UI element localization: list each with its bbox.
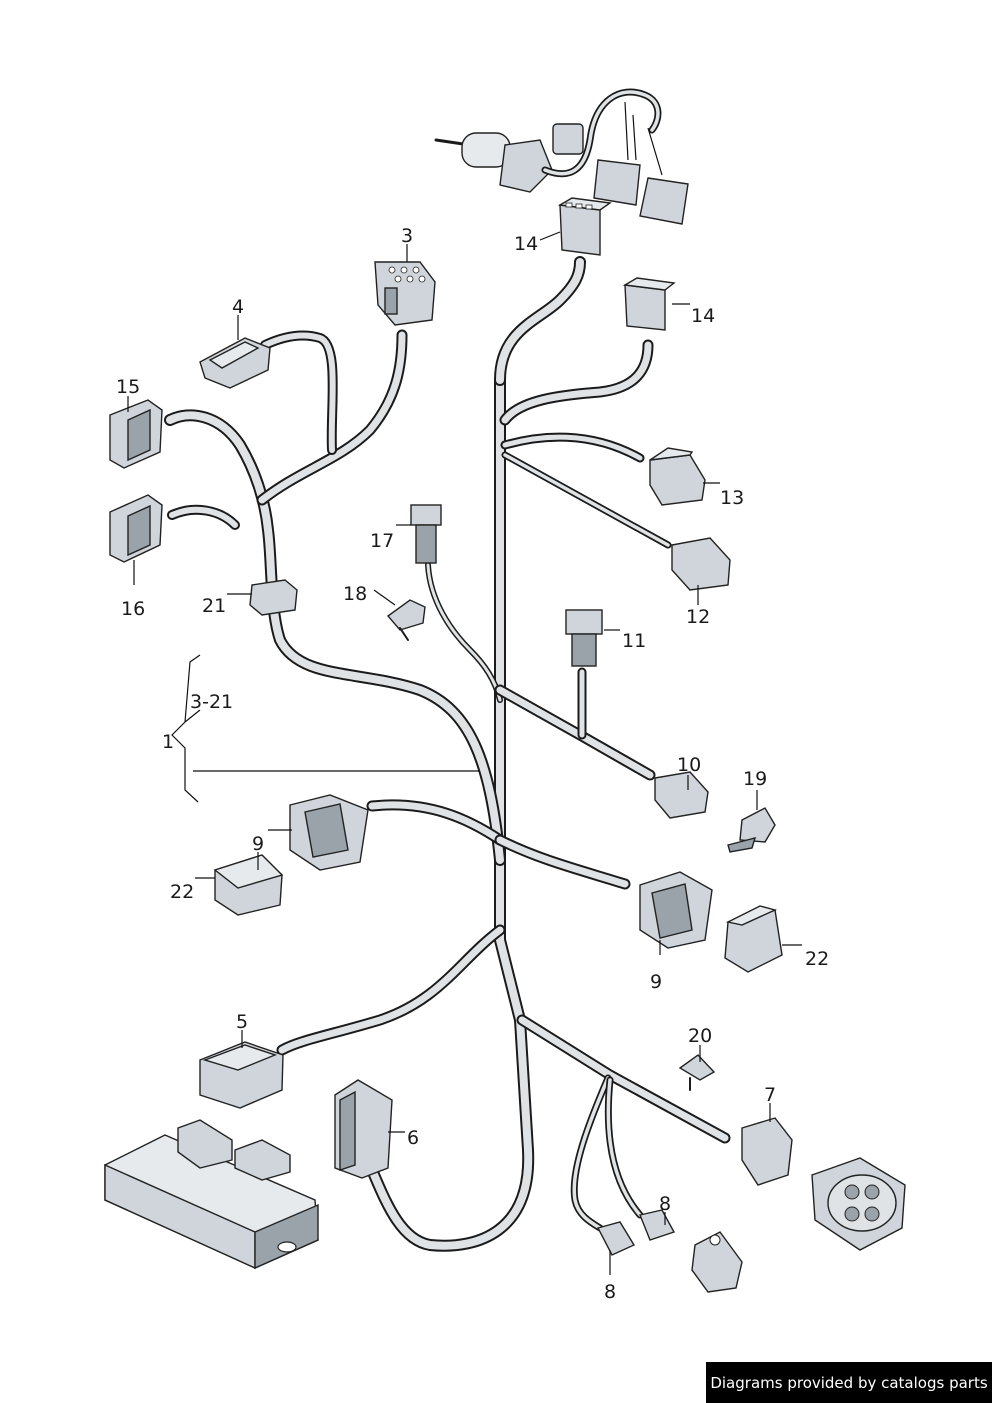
connector-3 — [374, 261, 436, 326]
control-module — [104, 1119, 319, 1270]
callout-9-left: 9 — [252, 833, 264, 855]
leader-lines — [127, 231, 802, 1275]
connector-9-right — [639, 871, 713, 949]
callout-21: 21 — [202, 595, 226, 617]
callout-8-right: 8 — [659, 1193, 671, 1215]
clip-20 — [678, 1054, 716, 1091]
connector-12 — [671, 537, 731, 591]
wire-to-connector-8-right — [604, 1076, 644, 1219]
callout-4: 4 — [232, 296, 244, 318]
clip-19 — [727, 807, 776, 853]
connector-8-left — [596, 1221, 636, 1256]
callout-8-left: 8 — [604, 1281, 616, 1303]
callout-14-right: 14 — [691, 305, 715, 327]
sensor-18 — [386, 599, 426, 641]
wire-left-loom — [164, 409, 506, 866]
callout-5: 5 — [236, 1011, 248, 1033]
callout-11: 11 — [622, 630, 646, 652]
callout-18: 18 — [343, 583, 367, 605]
connector-13 — [649, 447, 706, 506]
connector-5 — [199, 1041, 284, 1109]
callout-19: 19 — [743, 768, 767, 790]
callout-10: 10 — [677, 754, 701, 776]
relay-right — [639, 177, 689, 225]
connector-14-right — [622, 277, 676, 331]
connector-4 — [199, 337, 271, 389]
connector-15 — [109, 399, 163, 469]
wire-to-connector-14-top — [494, 256, 586, 386]
clip-21 — [249, 579, 298, 616]
connector-14-top — [557, 197, 612, 256]
connector-10 — [654, 771, 709, 819]
callout-7: 7 — [764, 1084, 776, 1106]
relay-22-left — [213, 854, 284, 916]
callout-14-top: 14 — [514, 233, 538, 255]
connector-9-left — [289, 794, 369, 871]
callout-labels: 1 3-21 3 4 5 6 7 8 8 9 9 10 11 12 13 14 … — [116, 225, 829, 1303]
connector-6 — [334, 1079, 393, 1179]
callout-22-right: 22 — [805, 948, 829, 970]
harness-wires — [164, 256, 731, 1252]
round-socket — [811, 1157, 906, 1251]
callout-3: 3 — [401, 225, 413, 247]
callout-3-21: 3-21 — [190, 691, 233, 713]
callout-16: 16 — [121, 598, 145, 620]
holder-bracket — [691, 1231, 743, 1293]
motor-sensor — [552, 123, 584, 155]
callout-13: 13 — [720, 487, 744, 509]
callout-6: 6 — [407, 1127, 419, 1149]
top-motor-assembly — [434, 88, 689, 225]
connector-11 — [565, 609, 603, 667]
credit-banner: Diagrams provided by catalogs parts — [706, 1362, 992, 1403]
callout-15: 15 — [116, 376, 140, 398]
callout-1: 1 — [162, 731, 174, 753]
connector-16 — [109, 494, 163, 563]
connector-7 — [741, 1117, 793, 1186]
callout-22-left: 22 — [170, 881, 194, 903]
relay-22-right — [724, 905, 783, 973]
wire-to-connector-4 — [260, 330, 338, 455]
callout-9-right: 9 — [650, 971, 662, 993]
callout-17: 17 — [370, 530, 394, 552]
callout-12: 12 — [686, 606, 710, 628]
callout-20: 20 — [688, 1025, 712, 1047]
motor-mount — [499, 139, 553, 193]
wire-to-connector-5 — [276, 924, 506, 1056]
relay-left — [593, 159, 641, 206]
wire-to-connector-17 — [425, 562, 503, 703]
connector-17 — [410, 504, 442, 564]
